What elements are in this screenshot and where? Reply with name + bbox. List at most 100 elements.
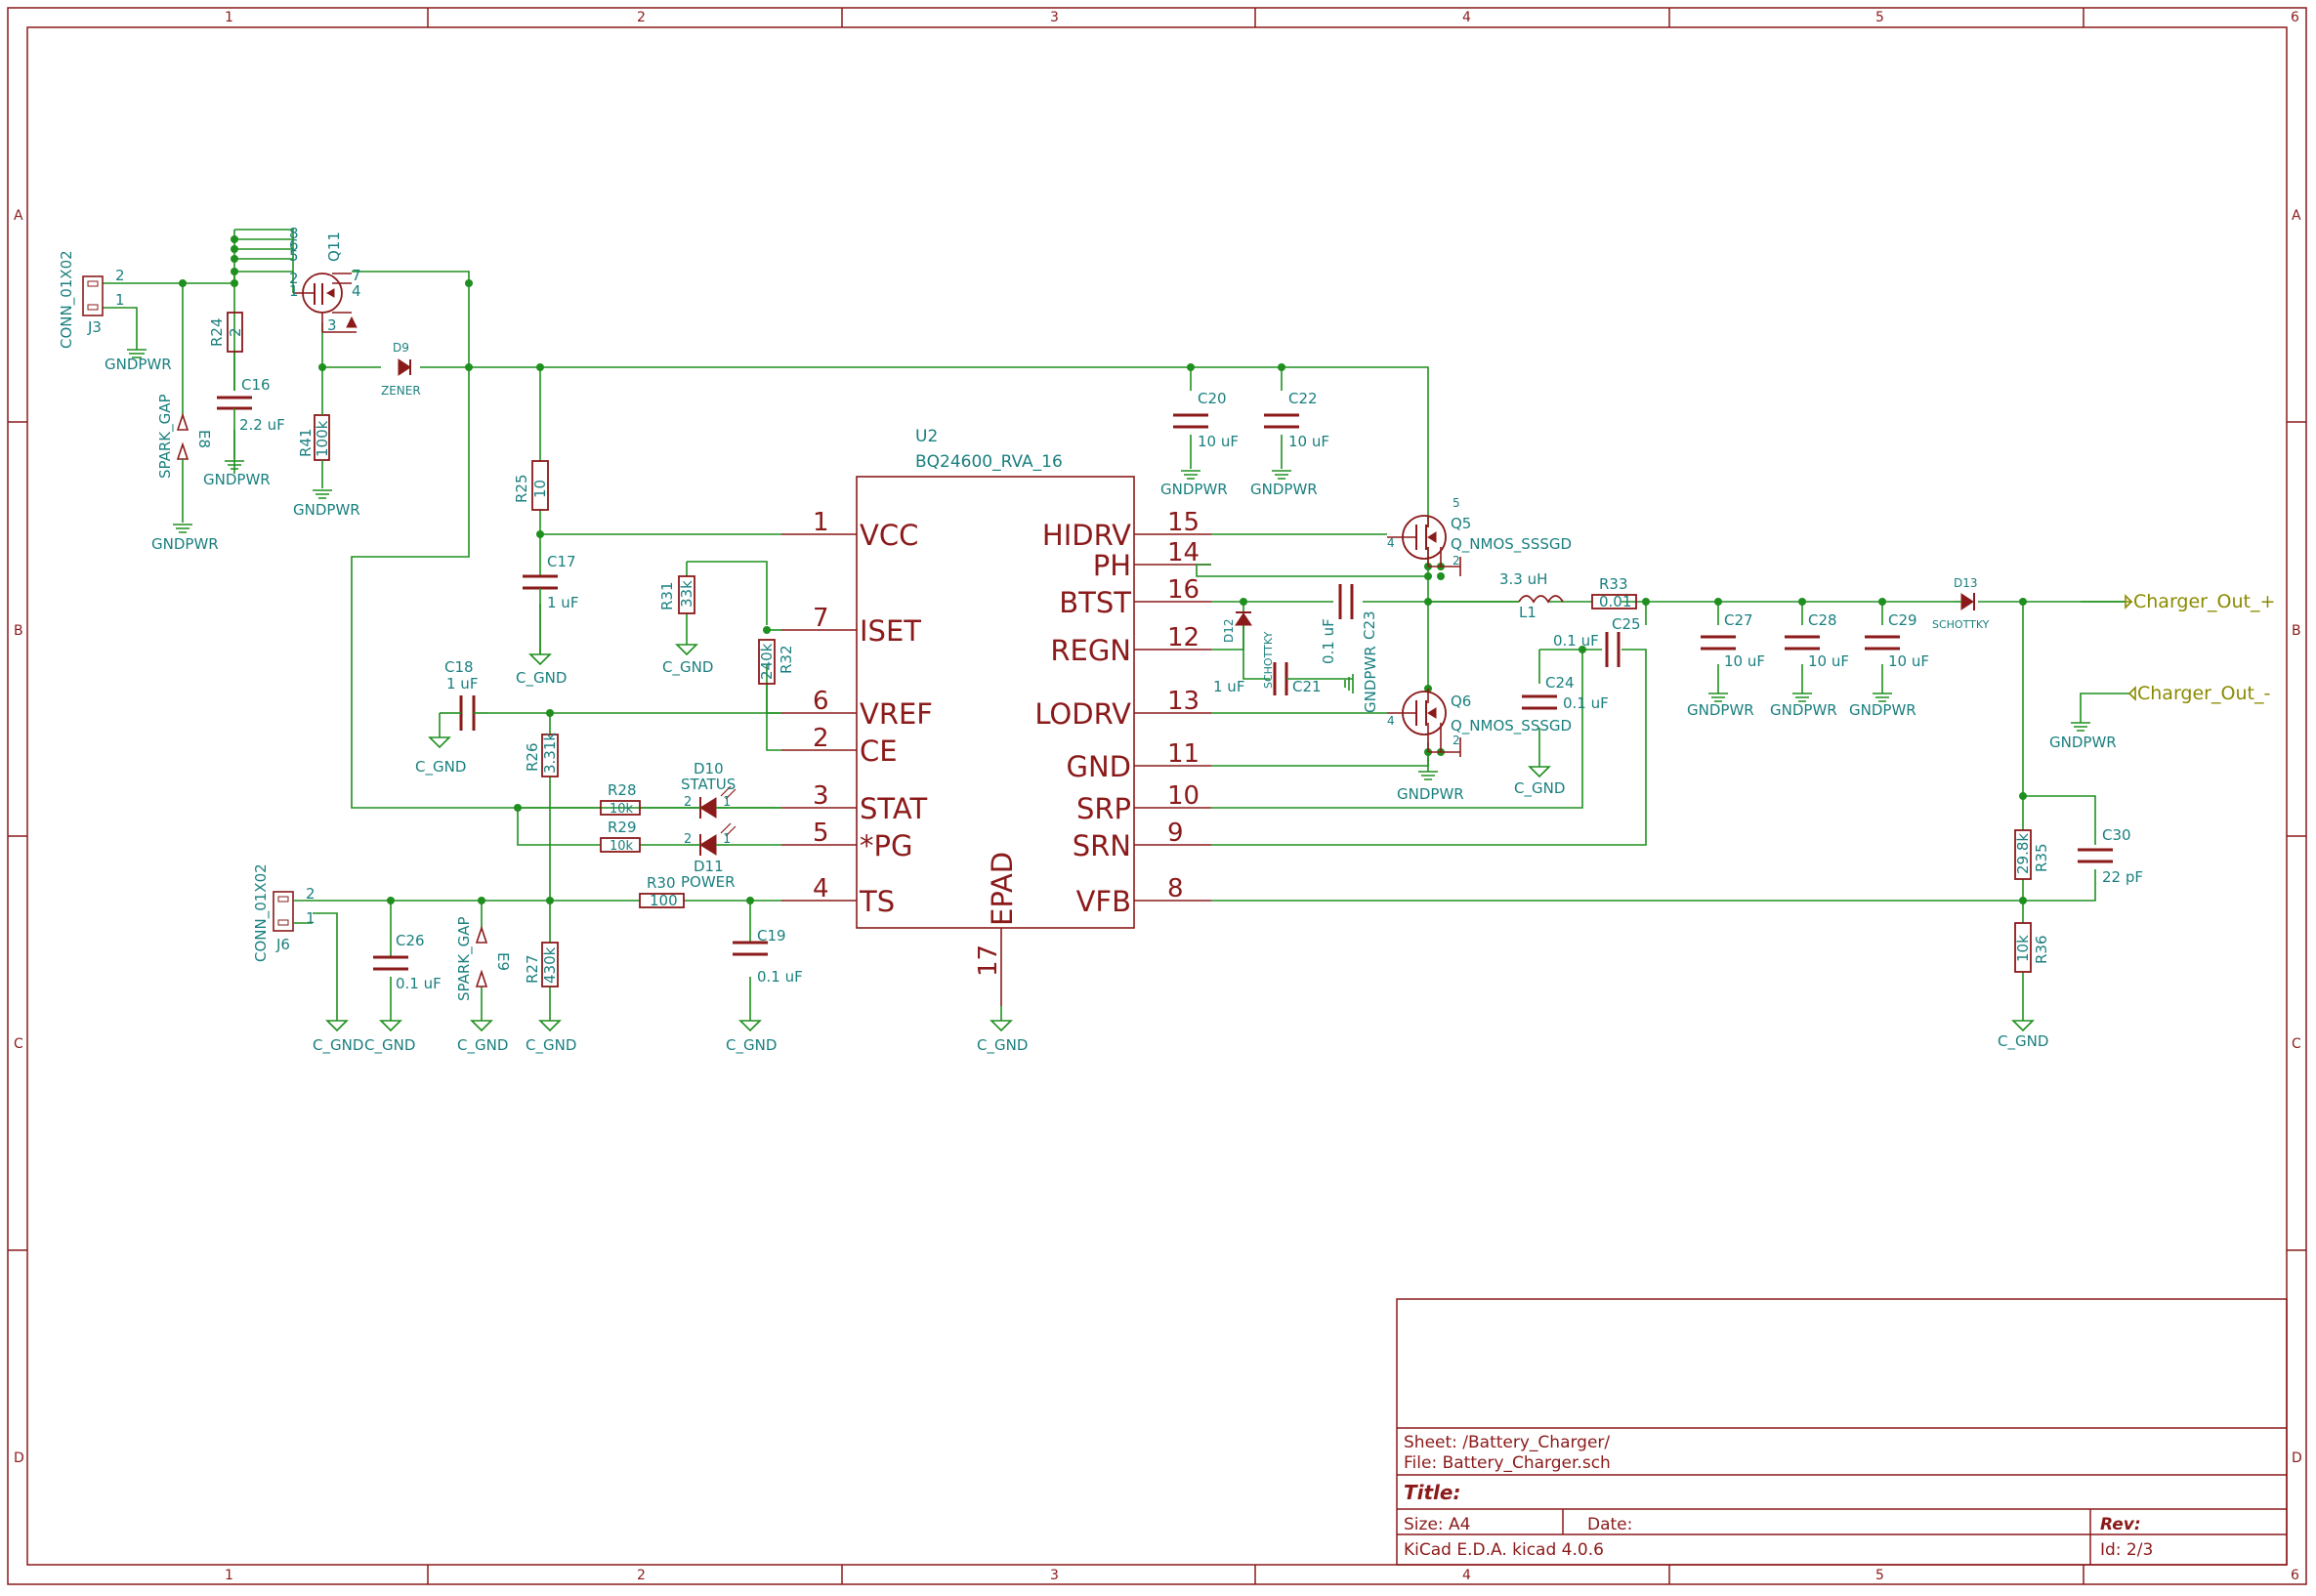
- c24-value: 0.1 uF: [1563, 694, 1609, 712]
- capacitor-c30[interactable]: C30 22 pF: [2078, 826, 2143, 886]
- r26-ref: R26: [524, 742, 541, 772]
- pin-number: 4: [813, 874, 829, 903]
- capacitor-c27[interactable]: C27 10 uF: [1701, 611, 1765, 670]
- c-gnd-label: C_GND: [977, 1036, 1028, 1055]
- gndpwr-icon: GNDPWR: [1160, 470, 1228, 498]
- sheet-name: Sheet: /Battery_Charger/: [1404, 1433, 1610, 1452]
- resistor-r35[interactable]: 29.8k R35: [2014, 829, 2050, 880]
- zener-d9[interactable]: D9 ZENER: [381, 341, 421, 398]
- r36-ref: R36: [2033, 935, 2050, 964]
- gndpwr-label: GNDPWR: [1687, 701, 1754, 719]
- resistor-r33[interactable]: R33 0.01: [1591, 575, 1637, 610]
- resistor-r32[interactable]: 240k R32: [758, 639, 795, 685]
- gndpwr-label: GNDPWR: [293, 501, 360, 519]
- pin-number: 2: [306, 885, 316, 903]
- capacitor-c25[interactable]: C25 0.1 uF: [1553, 615, 1641, 667]
- resistor-r28[interactable]: R28 10k: [600, 781, 641, 817]
- spark-gap-e9[interactable]: SPARK_GAP E9: [455, 916, 512, 1001]
- pin-name-srn: SRN: [1073, 829, 1131, 862]
- resistor-r29[interactable]: R29 10k: [600, 819, 641, 854]
- date-label: Date:: [1587, 1515, 1632, 1534]
- label-charger-out-plus[interactable]: Charger_Out_+: [2081, 591, 2275, 612]
- ref-j3: J3: [87, 318, 102, 336]
- capacitor-c21[interactable]: C21 1 uF: [1213, 662, 1322, 695]
- pin-number: 2: [1453, 734, 1460, 747]
- mosfet-q5[interactable]: 4 5 2 Q5 Q_NMOS_SSSGD: [1387, 496, 1572, 576]
- connector-j3[interactable]: 2 1 CONN_01X02 J3: [58, 250, 125, 349]
- pin-name-ph: PH: [1093, 549, 1131, 582]
- pin-number: 14: [1167, 538, 1200, 567]
- resistor-r41[interactable]: R41 100k: [297, 400, 331, 488]
- r25-value: 10: [531, 480, 549, 498]
- spark-gap-e8[interactable]: SPARK_GAP E8: [156, 394, 213, 523]
- capacitor-c26[interactable]: C26 0.1 uF: [373, 932, 442, 992]
- resistor-r36[interactable]: 10k R36: [2014, 922, 2050, 973]
- resistor-r24[interactable]: R24 2: [208, 312, 244, 353]
- capacitor-c24[interactable]: C24 0.1 uF: [1522, 674, 1609, 712]
- capacitor-c16[interactable]: C16 2.2 uF: [217, 376, 285, 459]
- mosfet-q6[interactable]: 4 2 Q6 Q_NMOS_SSSGD: [1387, 689, 1572, 757]
- pin-number: 1: [813, 508, 829, 537]
- r24-value: 2: [227, 327, 244, 337]
- e8-ref: E8: [195, 430, 213, 448]
- c-gnd-label: C_GND: [1998, 1032, 2048, 1051]
- title-block: Sheet: /Battery_Charger/ File: Battery_C…: [1396, 1298, 2288, 1566]
- sheet-id: Id: 2/3: [2100, 1540, 2153, 1560]
- pin-number: 8: [289, 225, 299, 242]
- schottky-d12[interactable]: D12 SCHOTTKY: [1222, 611, 1275, 689]
- c-gnd-label: C_GND: [526, 1036, 576, 1055]
- led-d11[interactable]: D11 POWER 2 1: [681, 822, 737, 891]
- c-gnd-label: C_GND: [726, 1036, 777, 1055]
- col-label: 5: [1875, 1568, 1884, 1583]
- ic-ref: U2: [915, 427, 938, 446]
- r30-value: 100: [650, 892, 678, 909]
- gndpwr-label: GNDPWR: [1770, 701, 1837, 719]
- c27-value: 10 uF: [1724, 652, 1765, 670]
- capacitor-c20[interactable]: C20 10 uF: [1173, 390, 1239, 450]
- capacitor-c23[interactable]: 0.1 uF C23: [1320, 584, 1378, 664]
- c-gnd-icon: C_GND: [313, 1020, 363, 1055]
- inductor-l1[interactable]: 3.3 uH L1: [1499, 570, 1564, 621]
- c-gnd-icon: C_GND: [457, 1020, 508, 1055]
- col-label: 4: [1462, 10, 1471, 25]
- gndpwr-label: GNDPWR: [2049, 734, 2117, 751]
- capacitor-c22[interactable]: C22 10 uF: [1264, 390, 1329, 450]
- r29-value: 10k: [610, 839, 634, 854]
- pin-number: 3: [813, 781, 829, 811]
- capacitor-c17[interactable]: C17 1 uF: [523, 553, 578, 654]
- schottky-d13[interactable]: D13 SCHOTTKY: [1932, 576, 1990, 631]
- e9-ref: E9: [494, 952, 512, 971]
- label-charger-out-minus[interactable]: Charger_Out_-: [2128, 683, 2270, 704]
- l1-ref: L1: [1519, 604, 1537, 621]
- ref-j3-value: CONN_01X02: [58, 250, 76, 349]
- pin-name-gnd: GND: [1067, 750, 1132, 783]
- row-label: A: [14, 208, 23, 224]
- c-gnd-label: C_GND: [364, 1036, 415, 1055]
- pin-number: 7: [352, 267, 361, 284]
- charger-out-minus-text: Charger_Out_-: [2137, 683, 2270, 704]
- c18-ref: C18: [444, 658, 474, 676]
- capacitor-c29[interactable]: C29 10 uF: [1865, 611, 1929, 670]
- connector-j6[interactable]: 2 1 CONN_01X02 J6: [252, 863, 316, 962]
- resistor-r26[interactable]: R26 3.31k: [524, 733, 559, 777]
- mosfet-q11[interactable]: 8 6 5 2 1 7 4 3 Q11: [289, 225, 361, 334]
- resistor-r30[interactable]: R30 100: [639, 874, 685, 909]
- resistor-r31[interactable]: R31 33k: [658, 575, 695, 614]
- c17-ref: C17: [547, 553, 576, 570]
- resistor-r27[interactable]: R27 430k: [524, 942, 559, 987]
- capacitor-c19[interactable]: C19 0.1 uF: [733, 927, 803, 986]
- col-label: 6: [2291, 10, 2299, 25]
- charger-out-plus-text: Charger_Out_+: [2133, 591, 2275, 612]
- capacitor-c18[interactable]: C18 1 uF: [444, 658, 488, 731]
- resistor-r25[interactable]: R25 10: [513, 460, 549, 511]
- c30-value: 22 pF: [2102, 868, 2143, 886]
- ic-u2[interactable]: U2 BQ24600_RVA_16 1 7 6 2 3 5: [781, 427, 1211, 1006]
- c-gnd-label: C_GND: [415, 758, 466, 777]
- pin-number: 5: [1453, 496, 1460, 510]
- pin-number: 17: [974, 945, 1003, 977]
- led-d10[interactable]: D10 STATUS 2 1: [681, 760, 737, 819]
- gndpwr-icon: GNDPWR: [203, 460, 271, 488]
- c-gnd-label: C_GND: [662, 658, 713, 677]
- j6-ref: J6: [275, 936, 290, 953]
- capacitor-c28[interactable]: C28 10 uF: [1785, 611, 1849, 670]
